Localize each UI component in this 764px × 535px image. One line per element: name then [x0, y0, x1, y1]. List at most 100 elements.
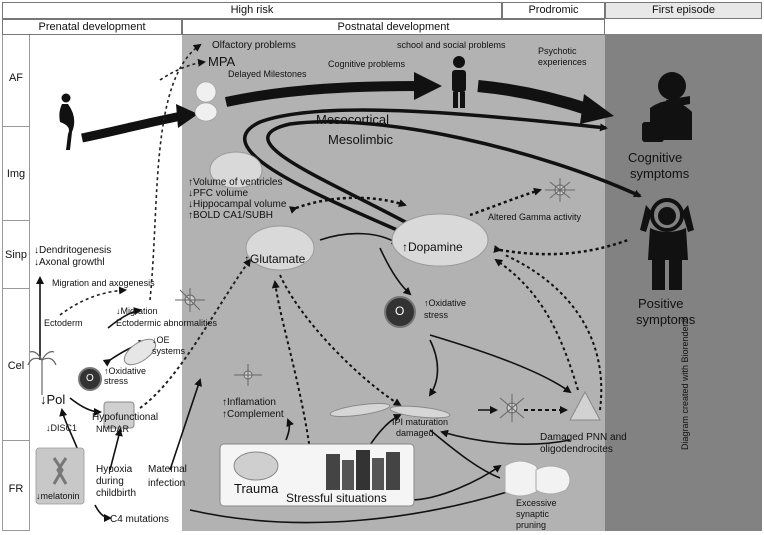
imaging-bold: ↑BOLD CA1/SUBH [188, 210, 274, 221]
mesolimbic-label: Mesolimbic [328, 132, 394, 147]
biorender-credit: Diagram created with Biorender® [680, 316, 690, 450]
header-postnatal: Postnatal development [182, 19, 605, 35]
arrow-oxidative-ipi [428, 339, 439, 397]
mesolimbic-pathway [266, 120, 642, 232]
arrow-ectoderm-migration [59, 286, 127, 316]
cognitive-problems-label: Cognitive problems [328, 59, 406, 69]
pol-plant-icon [27, 351, 57, 395]
delayed-milestones-label: Delayed Milestones [228, 69, 307, 79]
arrowhead [414, 72, 442, 100]
arrow-dopamine-oxidative [379, 247, 412, 296]
baby-icon [194, 81, 218, 122]
o-small-letter: O [86, 373, 94, 384]
positive-symptoms-label: Positive [638, 296, 684, 311]
arrow-mpa-to-child [224, 81, 421, 107]
oxidative-small-label: ↑Oxidative [104, 366, 147, 376]
child-figure-icon [452, 56, 466, 108]
arrow-glutamate-dopamine [319, 232, 400, 246]
arrow-imaging-dopamine [289, 196, 407, 214]
hypoxia-label: Hypoxia [96, 464, 133, 475]
dopamine-label: ↑Dopamine [402, 240, 463, 254]
ectoderm-label: Ectoderm [44, 318, 83, 328]
arrow-to-olfactory [149, 43, 202, 301]
cognitive-symptoms-label: Cognitive [628, 150, 683, 165]
header-prodromic: Prodromic [502, 2, 605, 19]
dendritogenesis-label: ↓Dendritogenesis [34, 245, 112, 256]
row-label-fr: FR [8, 483, 24, 495]
olfactory-label: Olfactory problems [212, 40, 296, 51]
excessive-label: Excessive [516, 498, 557, 508]
chromosome-panel [35, 447, 85, 505]
arrow-pnn-back [440, 429, 571, 445]
arrow-c4-long [189, 486, 522, 524]
glutamate-label: ↑Glutamate [244, 252, 306, 266]
row-divider [2, 440, 30, 441]
nmdar-label: NMDAR [96, 424, 129, 434]
header-first-episode: First episode [605, 2, 762, 19]
psychotic-label: Psychotic [538, 46, 577, 56]
pnn-label: Damaged PNN and [540, 432, 627, 443]
stressful-label: Stressful situations [286, 491, 387, 505]
o-big-letter: O [395, 304, 405, 318]
row-label-af: AF [8, 72, 24, 84]
brain-illustration [209, 151, 489, 271]
arrow-glutamate-pnn [279, 274, 402, 407]
header-prenatal: Prenatal development [2, 19, 182, 35]
arrow-c4 [94, 504, 112, 522]
row-divider [2, 288, 30, 289]
imaging-hippocampal: ↓Hippocampal volume [188, 199, 287, 210]
header-high-risk: High risk [2, 2, 502, 19]
excessive-label-3: pruning [516, 520, 547, 530]
distressed-person-icon [640, 198, 694, 290]
row-label-sinp: Sinp [4, 249, 28, 261]
arrow-stress-ipi [369, 414, 402, 446]
arrow-dopamine-gamma [469, 187, 542, 217]
sitting-person-icon [642, 72, 692, 142]
oxidative-small-label-2: stress [104, 376, 129, 386]
gamma-label: Altered Gamma activity [488, 212, 582, 222]
oe-label: ↓OE [152, 335, 170, 345]
migration-label: ↓Migration [116, 306, 158, 316]
axonal-label: ↓Axonal growthl [34, 257, 105, 268]
row-label-cel: Cel [7, 360, 25, 372]
school-label: school and social problems [397, 40, 506, 50]
excessive-label-2: synaptic [516, 509, 550, 519]
mesocortical-label: Mesocortical [316, 112, 389, 127]
row-divider [2, 220, 30, 221]
pnn-label-2: oligodendrocites [540, 444, 613, 455]
inflammation-label: ↑Inflamation [222, 397, 276, 408]
row-label-img: Img [6, 168, 26, 180]
arrow-pnn-dopamine [494, 258, 579, 391]
arrow-trauma-inflammation [285, 418, 294, 441]
ipi-label-2: damaged [396, 428, 434, 438]
psychotic-label-2: experiences [538, 57, 587, 67]
oxidative-big-label: ↑Oxidative [424, 298, 467, 308]
trauma-label: Trauma [234, 481, 279, 496]
arrow-oxidative-pnn [429, 334, 572, 394]
arrow-migration-ecto [107, 307, 142, 329]
pregnant-woman-icon [59, 93, 75, 150]
synapse-icon [504, 460, 571, 497]
ectodermic-abnormalities-label: Ectodermic abnormalities [116, 318, 218, 328]
complement-label: ↑Complement [222, 409, 284, 420]
arrow-to-mpa [159, 58, 206, 81]
arrow-stress-glutamate [271, 280, 311, 451]
arrowhead [176, 104, 198, 128]
hypoxia-label-2: during [96, 476, 124, 487]
row-divider [2, 126, 30, 127]
maternal-label: Maternal [148, 464, 187, 475]
migration-axogenesis-label: Migration and axogenesis [52, 278, 155, 288]
arrow-hypoxia-to-hypo [109, 428, 123, 471]
oe-label-2: systems [152, 346, 186, 356]
arrow-hypo-to-glutamate [139, 258, 252, 409]
arrow-pol-to-hypo [69, 397, 102, 416]
mitochondria-icon [123, 338, 157, 366]
trauma-stress-panel [219, 443, 415, 507]
maternal-label-2: infection [148, 478, 186, 489]
arrow-pruning-dopamine [504, 254, 603, 411]
arrow-maternal-to-cell [169, 378, 202, 471]
ipi-cells-icon [329, 403, 451, 419]
arrow-prenatal-to-mpa [81, 111, 183, 143]
